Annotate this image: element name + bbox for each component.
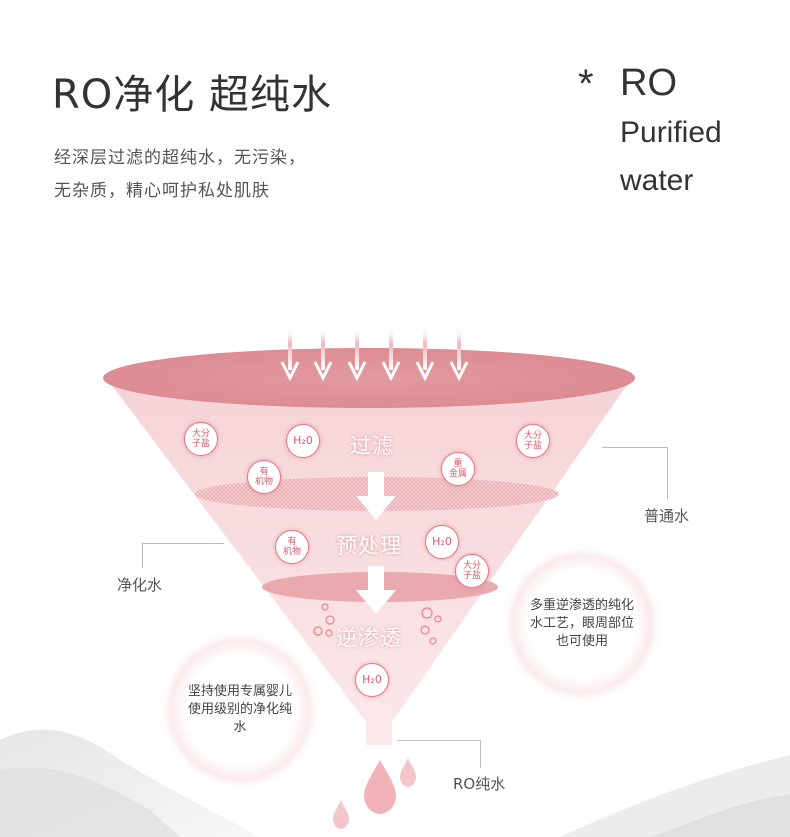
- funnel-top: [103, 348, 635, 408]
- info-bubble-baby-grade: 坚持使用专属婴儿使用级别的净化纯水: [170, 640, 310, 780]
- leader-purified-h: [142, 543, 224, 544]
- inflow-arrows: [280, 326, 469, 382]
- molecule-h2o: H₂0: [355, 663, 389, 697]
- leader-ro-v: [480, 740, 481, 768]
- info-bubble-eye-area: 多重逆渗透的纯化水工艺，眼周部位也可使用: [512, 555, 652, 693]
- molecule-organic: 有机物: [247, 460, 281, 494]
- leader-tap-water-v: [667, 447, 668, 499]
- molecule-salt: 大分子盐: [516, 424, 550, 458]
- flow-arrow-1: [356, 472, 396, 520]
- leader-purified-v: [142, 543, 143, 568]
- description-line-1: 经深层过滤的超纯水，无污染，: [54, 148, 306, 168]
- stage-label-pretreat: 预处理: [336, 534, 402, 558]
- molecule-salt: 大分子盐: [455, 554, 489, 588]
- english-water: water: [620, 164, 694, 197]
- page-title: RO净化 超纯水: [52, 72, 332, 118]
- callout-tap-water: 普通水: [644, 507, 690, 525]
- molecule-h2o: H₂0: [286, 424, 320, 458]
- molecule-salt: 大分子盐: [184, 422, 218, 456]
- english-ro: RO: [620, 62, 677, 104]
- funnel-body: [104, 375, 634, 745]
- water-droplets: [333, 758, 416, 829]
- leader-tap-water-h: [602, 447, 668, 448]
- molecule-organic: 有机物: [275, 530, 309, 564]
- english-purified: Purified: [620, 116, 722, 149]
- leader-ro-h: [398, 740, 480, 741]
- asterisk-mark: *: [578, 62, 594, 106]
- mist-background: [0, 729, 790, 837]
- callout-purified-water: 净化水: [117, 576, 163, 594]
- flow-arrow-2: [356, 566, 396, 614]
- callout-ro-water: RO纯水: [453, 775, 506, 793]
- stage-label-filter: 过滤: [350, 434, 394, 458]
- stage-label-reverse-osmosis: 逆渗透: [336, 626, 402, 650]
- molecule-h2o: H₂0: [425, 525, 459, 559]
- molecule-heavy-metal: 重金属: [441, 452, 475, 486]
- air-bubbles: [313, 603, 442, 645]
- description-line-2: 无杂质，精心呵护私处肌肤: [54, 181, 270, 201]
